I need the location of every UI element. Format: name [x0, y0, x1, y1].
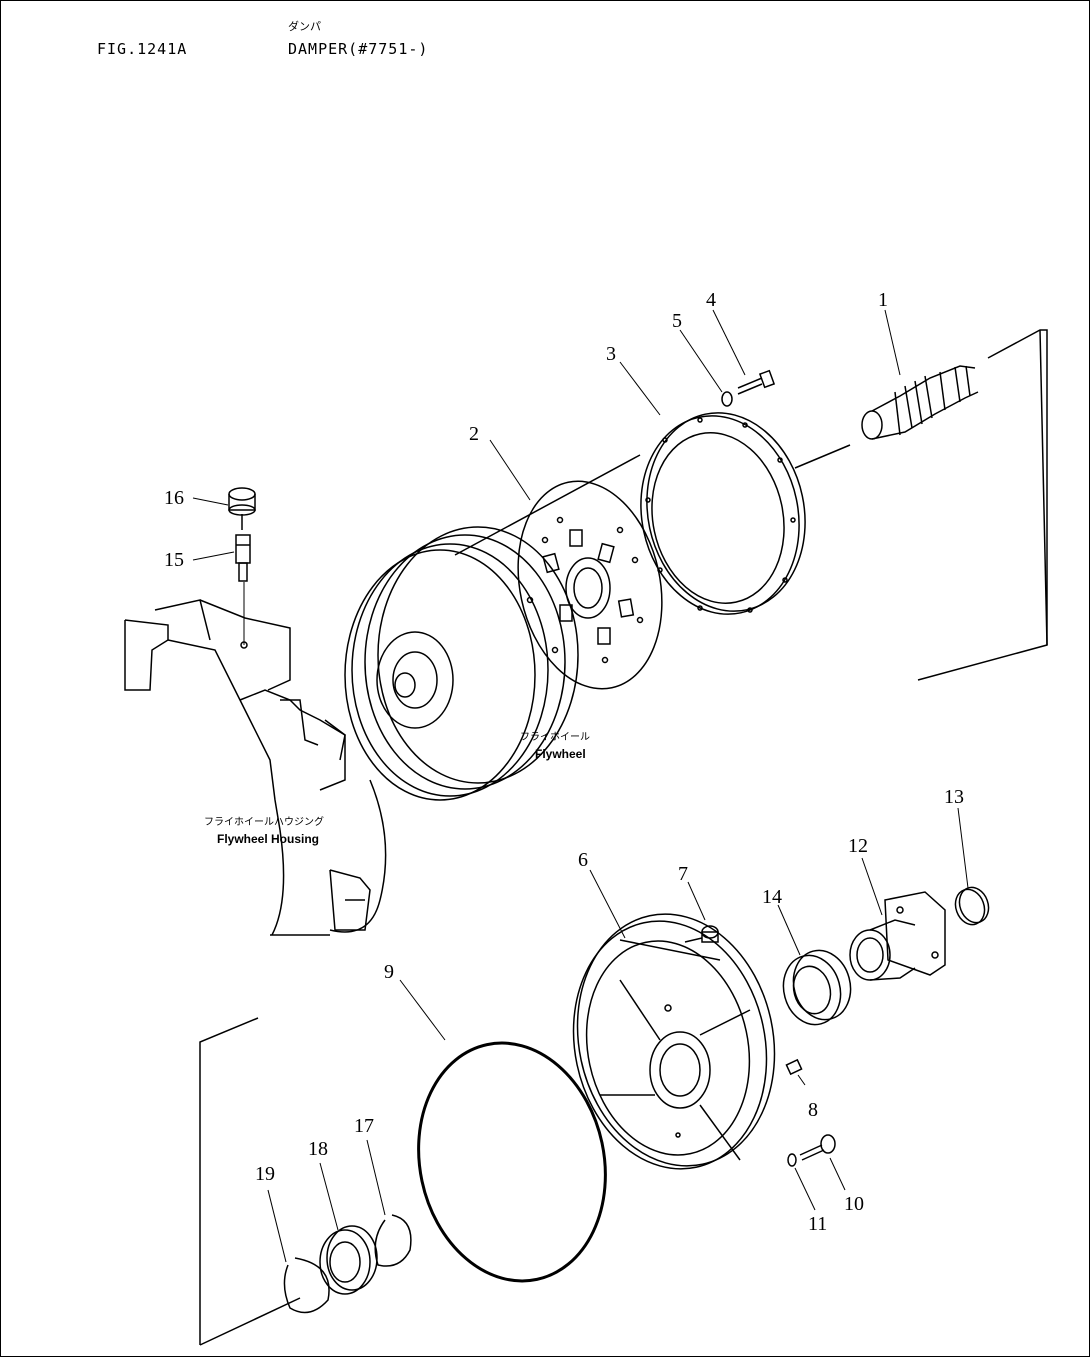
callout-8: 8	[808, 1099, 818, 1121]
part-11-washer	[787, 1153, 797, 1167]
part-1-shaft	[861, 365, 979, 440]
part-6-cover	[572, 913, 776, 1170]
callout-3: 3	[606, 343, 616, 365]
callout-numbers: 1 2 3 4 5 6 7 8 9 10 11 12 13 14 15 16 1…	[164, 289, 964, 1235]
callout-5: 5	[672, 310, 682, 332]
part-13-seal	[954, 886, 990, 926]
callout-13: 13	[944, 786, 964, 808]
part-19-snap-ring	[283, 1257, 330, 1314]
housing-label: Flywheel Housing	[217, 832, 319, 846]
part-7-plug	[684, 925, 719, 943]
title-japanese: ダンパ	[288, 20, 321, 33]
part-16-plug	[228, 487, 256, 530]
callout-18: 18	[308, 1138, 328, 1160]
callout-17: 17	[354, 1115, 374, 1137]
part-12-housing	[849, 891, 946, 981]
callout-12: 12	[848, 835, 868, 857]
callout-11: 11	[808, 1213, 827, 1235]
callout-9: 9	[384, 961, 394, 983]
housing-label-jp: フライホイールハウジング	[204, 815, 324, 828]
callout-15: 15	[164, 549, 184, 571]
part-3-ring	[640, 412, 806, 615]
callout-16: 16	[164, 487, 184, 509]
callout-1: 1	[878, 289, 888, 311]
flywheel	[344, 454, 641, 801]
part-2-damper-plate	[517, 480, 663, 690]
part-15-stud	[235, 534, 251, 582]
part-14-bearing	[782, 949, 852, 1026]
callout-4: 4	[706, 289, 716, 311]
callout-14: 14	[762, 886, 782, 908]
part-labels: フライホイール Flywheel フライホイールハウジング Flywheel H…	[204, 731, 590, 846]
flywheel-label: Flywheel	[535, 747, 586, 761]
leader-lines	[192, 309, 969, 1263]
part-17-snap-ring	[374, 1214, 412, 1267]
figure-number: FIG.1241A	[97, 40, 188, 58]
part-8-fitting	[785, 1058, 803, 1076]
callout-2: 2	[469, 423, 479, 445]
callout-19: 19	[255, 1163, 275, 1185]
part-10-bolt	[799, 1134, 836, 1161]
part-4-bolt	[737, 369, 776, 395]
part-18-bearing	[319, 1225, 378, 1295]
callout-6: 6	[578, 849, 588, 871]
callout-10: 10	[844, 1193, 864, 1215]
part-9-o-ring	[417, 1041, 607, 1283]
flywheel-label-jp: フライホイール	[520, 731, 590, 743]
flywheel-housing	[124, 582, 387, 936]
part-5-washer	[721, 391, 733, 407]
lower-bracket	[199, 1017, 301, 1346]
callout-7: 7	[678, 863, 688, 885]
figure-title: DAMPER(#7751-)	[288, 40, 429, 58]
upper-bracket	[794, 329, 1048, 681]
